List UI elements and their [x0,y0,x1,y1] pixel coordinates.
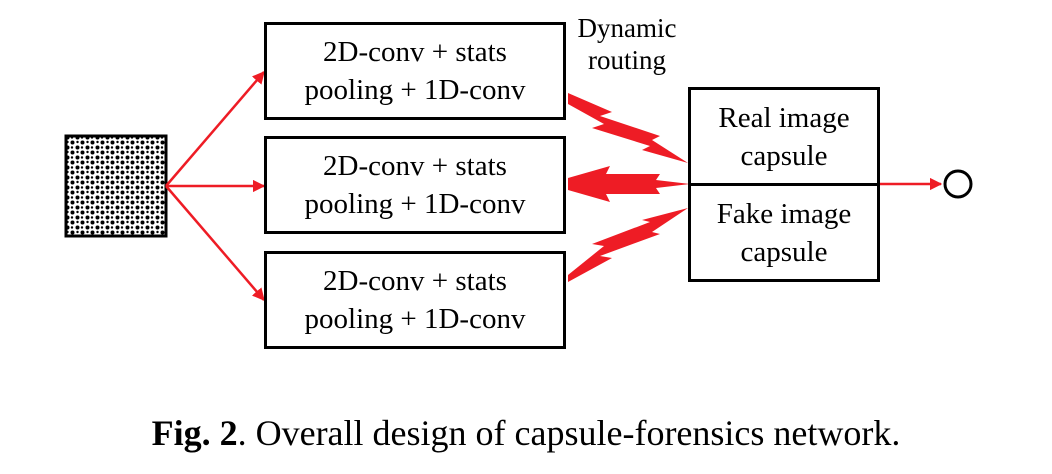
module-box-3: 2D-conv + stats pooling + 1D-conv [264,251,566,349]
fake-capsule-line2: capsule [740,235,828,268]
input-arrow-1 [165,71,265,187]
input-arrow-3 [165,185,265,301]
routing-bolt-2 [568,166,690,202]
routing-label-line2: routing [588,45,666,75]
output-node [943,169,973,199]
module-3-line2: pooling + 1D-conv [304,303,526,335]
module-2-line1: 2D-conv + stats [323,150,507,182]
figure-number: Fig. 2 [151,413,238,453]
real-capsule-line1: Real image [718,101,850,134]
module-box-1: 2D-conv + stats pooling + 1D-conv [264,22,566,120]
module-1-line1: 2D-conv + stats [323,36,507,68]
caption-text: . Overall design of capsule-forensics ne… [237,413,901,453]
routing-label-line1: Dynamic [577,13,677,43]
routing-bolt-3 [568,208,688,282]
figure-caption: Fig. 2. Overall design of capsule-forens… [0,412,1052,454]
real-image-capsule: Real image capsule [688,87,880,186]
module-2-line2: pooling + 1D-conv [304,188,526,220]
module-box-2: 2D-conv + stats pooling + 1D-conv [264,136,566,234]
dynamic-routing-label: Dynamic routing [560,12,694,76]
real-capsule-line2: capsule [740,139,828,172]
routing-bolt-1 [568,93,688,163]
fake-capsule-line1: Fake image [716,197,852,230]
module-3-line1: 2D-conv + stats [323,265,507,297]
module-1-line2: pooling + 1D-conv [304,74,526,106]
fake-image-capsule: Fake image capsule [688,183,880,282]
input-image [64,134,168,238]
